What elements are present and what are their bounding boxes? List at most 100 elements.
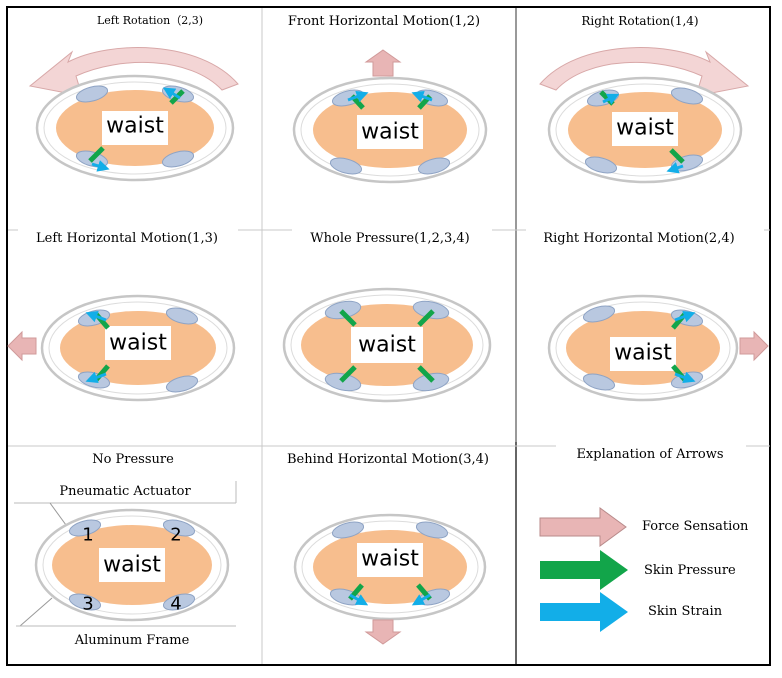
callout-pointer-frame bbox=[19, 597, 53, 627]
panel-title: Left Rotation（2,3) bbox=[97, 14, 203, 27]
panel-title-bg bbox=[50, 10, 250, 32]
waist-assembly: waist bbox=[547, 76, 743, 184]
actuator-number: 4 bbox=[170, 594, 181, 615]
panel-explanation-of-arrows: Force Sensation Skin Pressure Skin Strai… bbox=[539, 507, 749, 632]
actuator-number: 3 bbox=[82, 594, 93, 615]
actuator-number: 2 bbox=[170, 525, 181, 546]
frame-inner bbox=[301, 520, 479, 614]
panel-left-horizontal-motion: waist bbox=[7, 294, 236, 402]
waist-label: waist bbox=[614, 341, 672, 366]
legend-label-skin-pressure: Skin Pressure bbox=[644, 563, 736, 578]
skin-strain-arrow bbox=[347, 90, 369, 103]
actuator bbox=[329, 157, 363, 175]
actuator bbox=[161, 150, 195, 168]
actuator bbox=[417, 157, 451, 175]
outer-border bbox=[6, 6, 771, 666]
green-arrow-icon bbox=[540, 550, 628, 590]
actuator bbox=[331, 521, 365, 539]
pneumatic-actuator-label: Pneumatic Actuator bbox=[59, 484, 191, 499]
skin-strain-arrow bbox=[674, 310, 696, 323]
frame-inner bbox=[555, 83, 735, 177]
waist-label: waist bbox=[361, 120, 419, 145]
panel-title-right-horizontal: Right Horizontal Motion(2,4) bbox=[543, 231, 734, 246]
actuator bbox=[162, 593, 196, 611]
panel-title-bg bbox=[526, 226, 764, 248]
actuator bbox=[75, 85, 109, 103]
skin-strain-arrow bbox=[162, 87, 181, 100]
waist-label: waist bbox=[361, 547, 419, 572]
waist-label: waist bbox=[616, 116, 674, 141]
panel-title-left-horizontal: Left Horizontal Motion(1,3) bbox=[36, 231, 218, 246]
force-arrow-left-rotation bbox=[28, 47, 239, 97]
aluminum-frame-label: Aluminum Frame bbox=[74, 633, 190, 648]
actuator-number: 1 bbox=[82, 525, 93, 546]
panel-title-bg bbox=[18, 226, 238, 248]
actuator bbox=[670, 87, 704, 105]
panel-title-explanation: Explanation of Arrows bbox=[576, 447, 723, 462]
waist-assembly: waist 1 2 3 4 bbox=[34, 508, 230, 622]
actuator bbox=[68, 519, 102, 537]
force-arrow-right-rotation bbox=[539, 47, 750, 97]
frame-inner bbox=[290, 294, 484, 396]
panel-title-bg bbox=[276, 10, 504, 32]
blue-arrow-icon bbox=[540, 592, 628, 632]
force-arrow-front bbox=[364, 49, 402, 77]
frame-inner bbox=[42, 515, 222, 615]
legend-label-force-sensation: Force Sensation bbox=[642, 519, 749, 534]
skin-strain-arrow bbox=[85, 371, 107, 384]
waist-label: waist bbox=[109, 331, 167, 356]
frame-inner bbox=[43, 81, 227, 175]
panel-whole-pressure: waist bbox=[282, 287, 492, 403]
panel-title: Front Horizontal Motion(1,2) bbox=[288, 14, 480, 29]
waist-label-box bbox=[351, 327, 423, 363]
waist-label-box bbox=[610, 337, 676, 371]
frame-inner bbox=[48, 301, 228, 395]
skin-pressure-arrow bbox=[417, 365, 435, 383]
waist-assembly: waist bbox=[293, 513, 487, 621]
waist-label-box bbox=[102, 111, 168, 145]
panel-title-whole-pressure: Whole Pressure(1,2,3,4) bbox=[310, 231, 469, 246]
force-arrow-left bbox=[7, 330, 37, 362]
actuator bbox=[415, 521, 449, 539]
skin-strain-arrow bbox=[91, 160, 110, 172]
panel-right-horizontal-motion: waist bbox=[547, 294, 769, 402]
actuator bbox=[165, 375, 199, 393]
skin-strain-arrow bbox=[674, 371, 696, 384]
waist-label-box bbox=[105, 326, 171, 360]
waist-label-box bbox=[357, 115, 423, 149]
skin-pressure-arrow bbox=[339, 309, 357, 327]
panel-title-behind-horizontal: Behind Horizontal Motion(3,4) bbox=[287, 452, 489, 467]
panel-no-pressure: Pneumatic Actuator waist 1 2 3 4 Aluminu… bbox=[14, 481, 237, 648]
panel-behind-horizontal-motion: waist bbox=[293, 513, 487, 645]
force-arrow-behind bbox=[364, 619, 402, 645]
panel-title-bg bbox=[78, 448, 190, 470]
panel-title-bg bbox=[570, 10, 710, 32]
actuator bbox=[584, 156, 618, 174]
waist-label: waist bbox=[106, 114, 164, 139]
skin-pressure-arrow bbox=[417, 309, 435, 327]
actuator bbox=[582, 305, 616, 323]
actuator bbox=[68, 593, 102, 611]
waist-assembly: waist bbox=[547, 294, 739, 402]
waist-label-box bbox=[357, 543, 423, 577]
skin-strain-arrow bbox=[411, 593, 431, 606]
frame-inner bbox=[555, 301, 731, 395]
waist-assembly: waist bbox=[40, 294, 236, 402]
skin-pressure-arrow bbox=[339, 365, 357, 383]
panel-left-rotation: Left Rotation（2,3) waist bbox=[28, 10, 250, 182]
panel-right-rotation: Right Rotation(1,4) waist bbox=[539, 10, 750, 184]
actuator bbox=[165, 307, 199, 325]
skin-pressure-arrow bbox=[669, 148, 685, 164]
frame-inner bbox=[300, 83, 480, 177]
waist-label: waist bbox=[103, 553, 161, 578]
waist-assembly: waist bbox=[282, 287, 492, 403]
panel-title-bg bbox=[270, 448, 506, 470]
panel-title-bg bbox=[292, 226, 492, 248]
skin-strain-arrow bbox=[666, 162, 684, 174]
skin-strain-arrow bbox=[602, 93, 620, 105]
legend-label-skin-strain: Skin Strain bbox=[648, 604, 723, 619]
waist-assembly: waist bbox=[292, 76, 488, 184]
panel-title: Right Rotation(1,4) bbox=[581, 14, 698, 28]
skin-strain-arrow bbox=[411, 90, 433, 103]
